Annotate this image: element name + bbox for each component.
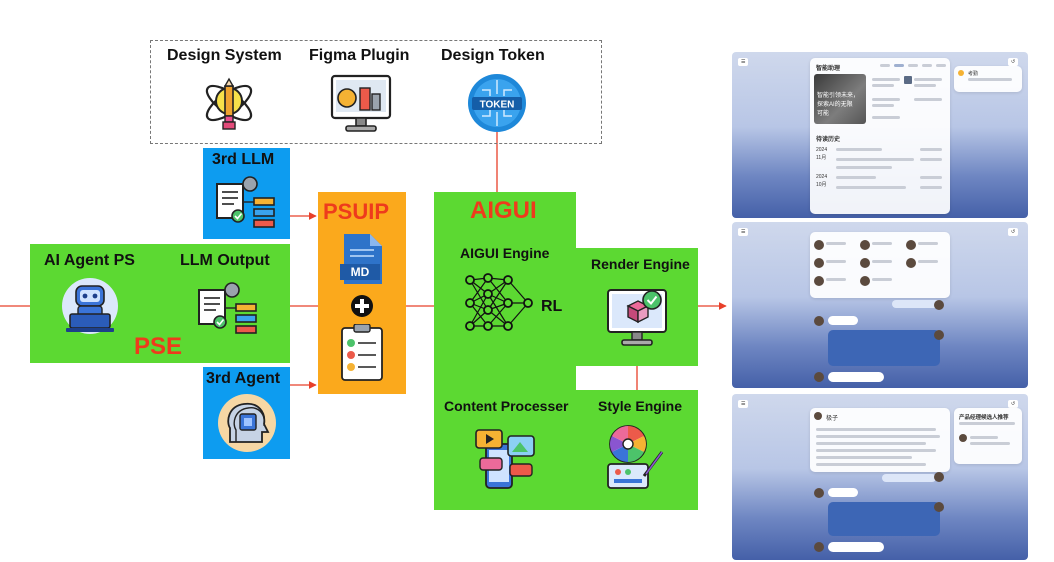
3d-monitor-icon (607, 289, 667, 346)
chat-detail-card: 极子 (810, 408, 950, 472)
document-flow-icon (198, 282, 257, 334)
atom-pencil-icon (205, 77, 253, 130)
ai-head-icon (218, 394, 276, 452)
contact-grid-card (810, 232, 950, 298)
neural-network-icon (465, 273, 533, 331)
markdown-file-icon: MD (340, 234, 382, 284)
llm-output-label: LLM Output (180, 252, 270, 269)
token-badge-text: TOKEN (480, 100, 515, 111)
third-agent-label: 3rd Agent (206, 370, 281, 387)
color-palette-icon (607, 425, 664, 489)
screenshot-chat-list: ☰ ↺ (732, 222, 1028, 388)
home-section-title: 待读历史 (816, 137, 841, 143)
robot-laptop-icon (62, 278, 118, 334)
render-engine-label: Render Engine (591, 256, 690, 272)
screenshot-chat-detail: ☰ ↺ 极子 产品经理候选人推荐 (732, 394, 1028, 560)
aigui-engine-label: AIGUI Engine (460, 245, 550, 261)
home-hero-image: 智能引领未来， 探索AI的无限 可能 (814, 74, 866, 124)
aigui-title: AIGUI (470, 197, 537, 224)
candidate-title: 产品经理候选人推荐 (959, 415, 1009, 421)
home-main-card: 智能助理 智能引领未来， 探索AI的无限 可能 待读历史 2024 11月 20… (810, 58, 950, 214)
checklist-icon (341, 324, 383, 381)
token-chip-icon: TOKEN (468, 74, 526, 132)
md-badge-text: MD (351, 265, 370, 279)
figma-plugin-label: Figma Plugin (309, 47, 410, 64)
design-resources-box (150, 40, 602, 144)
design-system-label: Design System (167, 47, 282, 64)
rl-label: RL (541, 298, 563, 315)
content-processer-label: Content Processer (444, 398, 569, 414)
style-engine-label: Style Engine (598, 398, 683, 414)
pse-title: PSE (134, 333, 183, 360)
plus-circle-icon (351, 295, 373, 317)
screenshot-home: ☰ 智能助理 智能引领未来， 探索AI的无限 可能 待读历史 2024 11月 … (732, 52, 1028, 218)
media-content-icon (475, 429, 535, 489)
design-token-label: Design Token (441, 47, 545, 64)
ai-agent-ps-label: AI Agent PS (44, 252, 135, 269)
psuip-title: PSUIP (323, 199, 390, 224)
chat-detail-title: 极子 (826, 416, 839, 422)
candidate-side-card: 产品经理候选人推荐 (954, 408, 1022, 464)
monitor-design-icon (330, 74, 392, 132)
home-title: 智能助理 (816, 66, 841, 72)
document-flow-icon (216, 176, 275, 228)
third-llm-label: 3rd LLM (212, 151, 275, 168)
home-side-card: 考勤 (954, 66, 1022, 92)
